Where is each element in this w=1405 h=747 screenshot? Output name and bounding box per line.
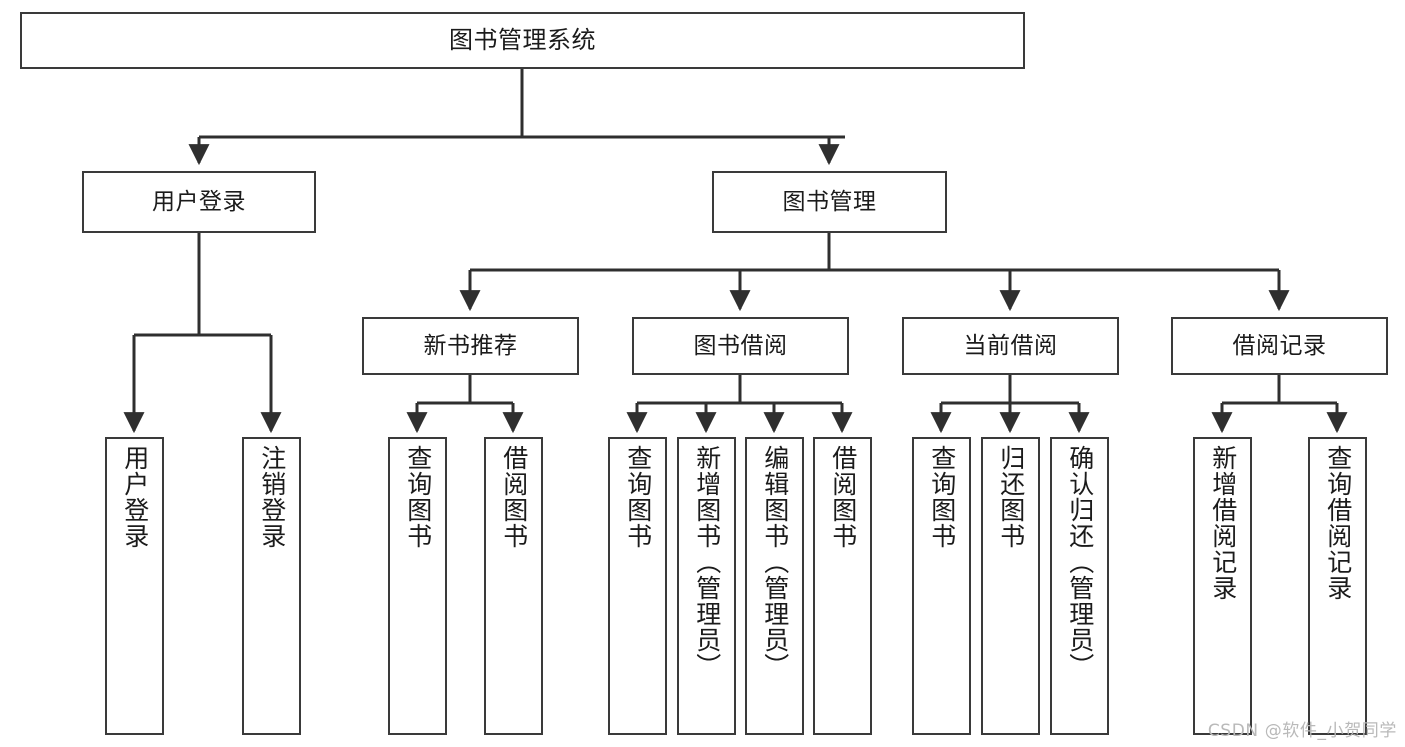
node-label: 图书管理系统 bbox=[449, 25, 596, 54]
node-label: 借阅图书 bbox=[499, 445, 529, 549]
node-user-login[interactable]: 用户登录 bbox=[82, 171, 316, 233]
node-label: 查询图书 bbox=[403, 445, 433, 549]
node-current-borrow[interactable]: 当前借阅 bbox=[902, 317, 1119, 375]
leaf-borrow-borrow-book[interactable]: 借阅图书 bbox=[813, 437, 872, 735]
node-label: 查询图书 bbox=[623, 445, 653, 549]
node-label: 用户登录 bbox=[120, 445, 150, 549]
node-new-book-recommend[interactable]: 新书推荐 bbox=[362, 317, 579, 375]
leaf-borrow-edit-book-admin[interactable]: 编辑图书（管理员） bbox=[745, 437, 804, 735]
leaf-user-logout[interactable]: 注销登录 bbox=[242, 437, 301, 735]
node-label: 编辑图书（管理员） bbox=[760, 445, 790, 679]
node-label: 新书推荐 bbox=[423, 332, 518, 359]
node-label: 当前借阅 bbox=[963, 332, 1058, 359]
node-label: 查询图书 bbox=[927, 445, 957, 549]
node-root-system[interactable]: 图书管理系统 bbox=[20, 12, 1025, 69]
node-label: 图书管理 bbox=[782, 188, 877, 215]
watermark: CSDN @软件_小贺同学 bbox=[1207, 721, 1397, 741]
node-label: 归还图书 bbox=[996, 445, 1026, 549]
leaf-user-login[interactable]: 用户登录 bbox=[105, 437, 164, 735]
node-label: 借阅记录 bbox=[1232, 332, 1327, 359]
node-label: 注销登录 bbox=[257, 445, 287, 549]
leaf-current-return-book[interactable]: 归还图书 bbox=[981, 437, 1040, 735]
leaf-borrow-query-book[interactable]: 查询图书 bbox=[608, 437, 667, 735]
leaf-newbook-query-book[interactable]: 查询图书 bbox=[388, 437, 447, 735]
leaf-current-query-book[interactable]: 查询图书 bbox=[912, 437, 971, 735]
node-borrow-record[interactable]: 借阅记录 bbox=[1171, 317, 1388, 375]
node-label: 查询借阅记录 bbox=[1323, 445, 1353, 601]
leaf-newbook-borrow-book[interactable]: 借阅图书 bbox=[484, 437, 543, 735]
node-book-management[interactable]: 图书管理 bbox=[712, 171, 947, 233]
node-label: 确认归还（管理员） bbox=[1065, 445, 1095, 679]
leaf-current-confirm-return-admin[interactable]: 确认归还（管理员） bbox=[1050, 437, 1109, 735]
node-label: 新增图书（管理员） bbox=[692, 445, 722, 679]
node-book-borrow[interactable]: 图书借阅 bbox=[632, 317, 849, 375]
leaf-record-query-record[interactable]: 查询借阅记录 bbox=[1308, 437, 1367, 735]
leaf-record-add-record[interactable]: 新增借阅记录 bbox=[1193, 437, 1252, 735]
node-label: 借阅图书 bbox=[828, 445, 858, 549]
leaf-borrow-add-book-admin[interactable]: 新增图书（管理员） bbox=[677, 437, 736, 735]
node-label: 图书借阅 bbox=[693, 332, 788, 359]
node-label: 新增借阅记录 bbox=[1208, 445, 1238, 601]
node-label: 用户登录 bbox=[152, 188, 246, 215]
